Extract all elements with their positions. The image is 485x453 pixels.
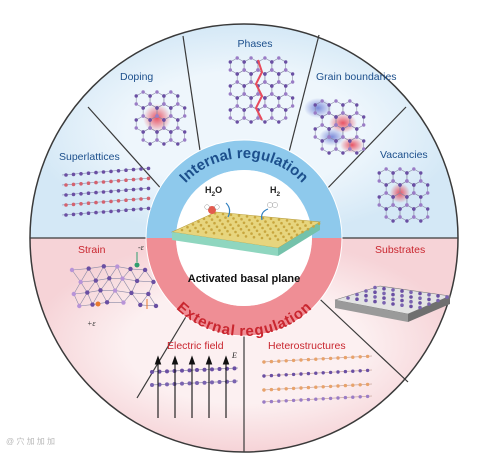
strain-minus-annotation: -ε — [138, 243, 145, 252]
outer-ring-outline — [29, 23, 459, 453]
watermark: @ 穴 加 加 加 — [6, 437, 56, 446]
dopingLattice-atoms — [134, 90, 187, 146]
vacLattice-atoms — [377, 167, 430, 223]
vacancies-illustration — [377, 167, 430, 223]
grain-boundaries-illustration — [304, 98, 366, 155]
reactant-label: H2O — [205, 185, 222, 198]
substrates-illustration — [334, 285, 452, 322]
grainLattice-atoms — [313, 99, 366, 155]
grain-boundaries-label: Grain boundaries — [316, 71, 397, 83]
vacancies-label: Vacancies — [380, 149, 428, 161]
field-vector-annotation: E — [231, 351, 237, 360]
electric-field-label: Electric field — [167, 340, 224, 352]
ring-outer-outline — [145, 139, 343, 337]
activated-basal-plane-slab — [170, 211, 321, 256]
center-title: Activated basal plane — [188, 273, 301, 285]
superlattices-illustration — [61, 166, 151, 217]
upper-half-background — [30, 24, 458, 238]
product-label: H2 — [270, 185, 281, 198]
internal-regulation-ring — [146, 140, 342, 238]
phases-illustration — [228, 56, 295, 124]
hydrogen-molecule — [261, 202, 278, 221]
external-regulation-ring — [146, 238, 342, 336]
strain-plus-annotation: +ε — [87, 319, 96, 328]
superlattices-label: Superlattices — [59, 151, 120, 163]
heterostructures-illustration — [261, 354, 373, 404]
phases-label: Phases — [237, 38, 272, 50]
water-molecule — [204, 202, 231, 218]
strain-label: Strain — [78, 244, 106, 256]
doping-illustration — [134, 90, 187, 146]
substrates-label: Substrates — [375, 244, 425, 256]
strain-illustration — [69, 252, 159, 309]
doping-label: Doping — [120, 71, 153, 83]
heterostructures-label: Heterostructures — [268, 340, 346, 352]
electric-field-illustration — [149, 355, 239, 418]
